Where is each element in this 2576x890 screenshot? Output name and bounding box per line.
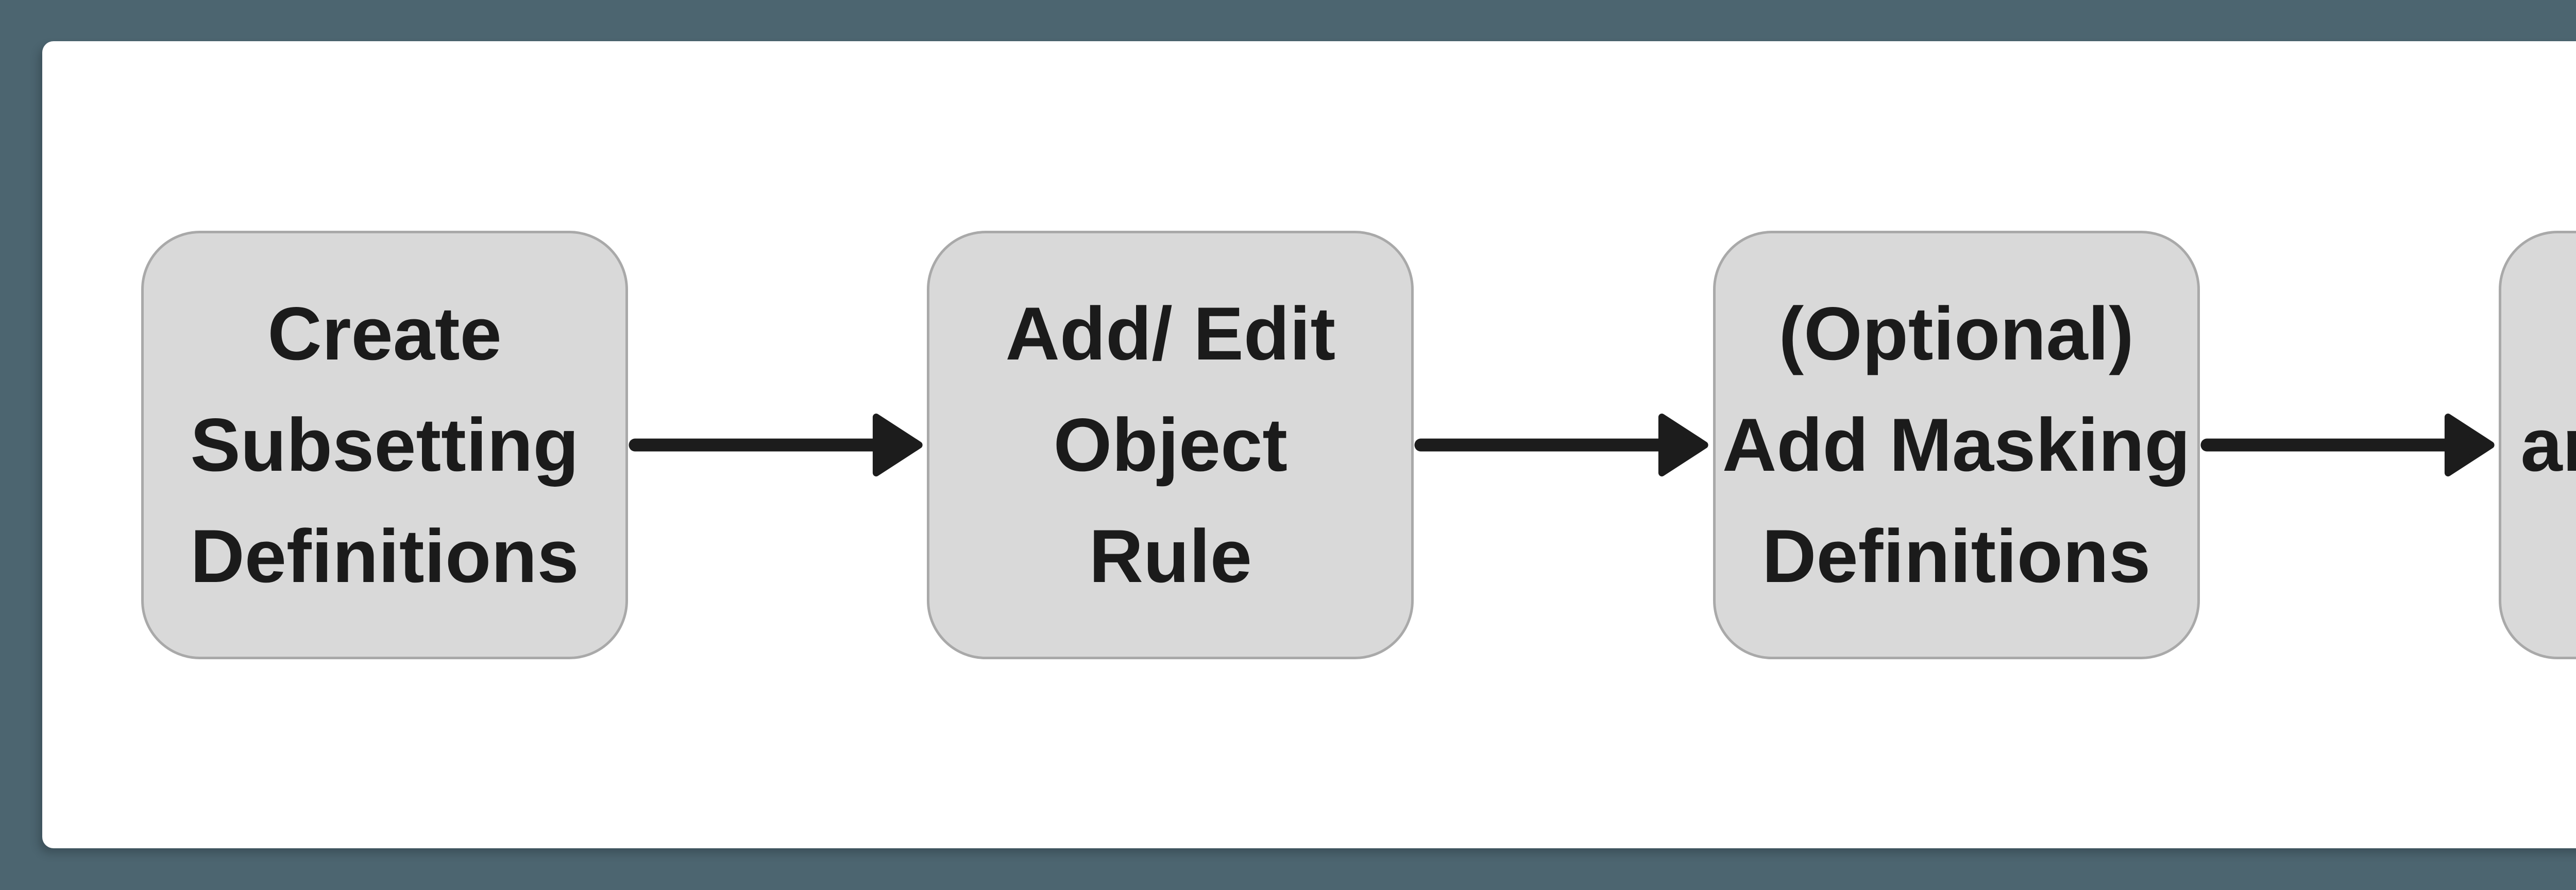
node-label-line: (Optional) <box>1778 291 2134 375</box>
flow-node-generate-and-execute-script: Generate and Execute Script <box>2498 230 2576 659</box>
flow-arrow-3-icon <box>2200 411 2499 479</box>
node-label-line: Subsetting <box>190 402 579 487</box>
node-label-line: Create <box>267 291 502 375</box>
flow-node-create-subsetting-definitions: Create Subsetting Definitions <box>141 230 628 659</box>
flow-node-optional-add-masking-definitions: (Optional) Add Masking Definitions <box>1713 230 2200 659</box>
diagram-card: Create Subsetting Definitions Add/ Edit … <box>42 41 2576 848</box>
node-label-line: Object <box>1053 402 1287 487</box>
node-label-line: and Execute <box>2520 402 2576 487</box>
node-label-line: Definitions <box>190 514 579 598</box>
flow-arrow-2-icon <box>1414 411 1713 479</box>
flow-arrow-1-icon <box>628 411 927 479</box>
flow-node-add-edit-object-rule: Add/ Edit Object Rule <box>927 230 1414 659</box>
flow-row: Create Subsetting Definitions Add/ Edit … <box>42 41 2576 848</box>
node-label-line: Rule <box>1089 514 1252 598</box>
node-label-line: Add/ Edit <box>1005 291 1336 375</box>
node-label-line: Add Masking <box>1722 402 2191 487</box>
node-label-line: Definitions <box>1762 514 2151 598</box>
